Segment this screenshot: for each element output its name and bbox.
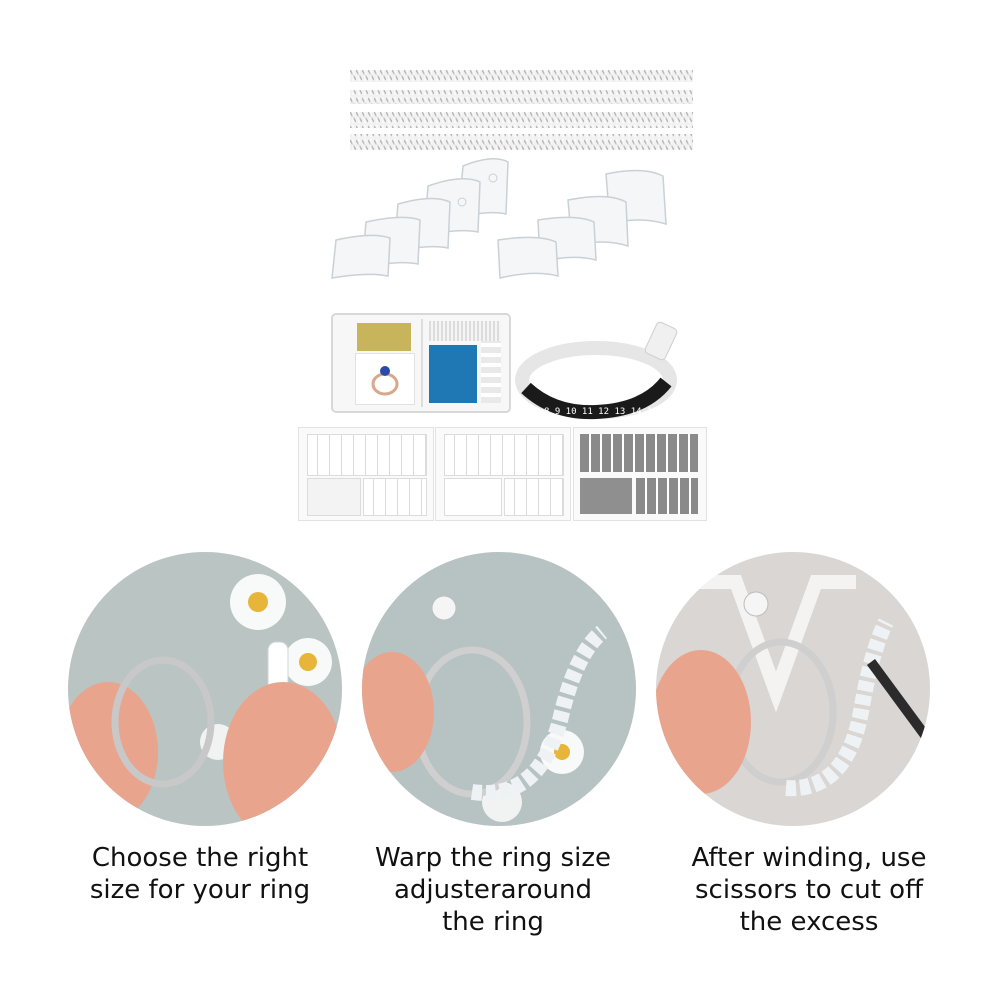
silicone-tube-adjusters	[331, 158, 667, 279]
step-1-illustration	[68, 574, 342, 826]
step-1-caption-line: Choose the right	[91, 843, 309, 873]
adhesive-sheet-grey	[573, 427, 707, 521]
step-3-caption-line: After winding, use	[691, 843, 927, 873]
ring-photo-card	[355, 353, 415, 405]
storage-case	[331, 313, 511, 413]
step-1-caption: Choose the right size for your ring	[55, 842, 345, 906]
adhesive-sheet-white-1	[298, 427, 434, 521]
step-2-photo	[362, 552, 636, 826]
gold-card	[357, 323, 411, 351]
mini-adjusters	[481, 329, 501, 403]
ring-sizer-belt: 8 9 10 11 12 13 14 15 16 17	[515, 321, 680, 420]
step-2-caption-line: Warp the ring size	[375, 843, 611, 873]
step-2-caption-line: adjusteraround	[394, 875, 592, 905]
spiral-adjuster-coils	[350, 70, 693, 150]
step-1-photo	[68, 552, 342, 826]
step-2-caption-line: the ring	[442, 907, 544, 937]
step-2-illustration	[362, 595, 608, 822]
blue-polishing-cloth	[429, 345, 477, 403]
step-3-caption-line: scissors to cut off	[695, 875, 923, 905]
step-1-caption-line: size for your ring	[89, 875, 311, 905]
sizer-scale-label: 8 9 10 11 12 13 14 15 16 17	[544, 407, 680, 417]
step-2-caption: Warp the ring size adjusteraround the ri…	[348, 842, 638, 938]
step-3-illustration	[656, 575, 930, 797]
step-3-caption-line: the excess	[739, 907, 879, 937]
step-3-caption: After winding, use scissors to cut off t…	[664, 842, 954, 938]
mini-coils	[429, 321, 501, 341]
adhesive-sheet-white-2	[435, 427, 571, 521]
ring-icon	[371, 366, 399, 396]
case-divider	[421, 319, 423, 407]
step-3-photo	[656, 552, 930, 826]
